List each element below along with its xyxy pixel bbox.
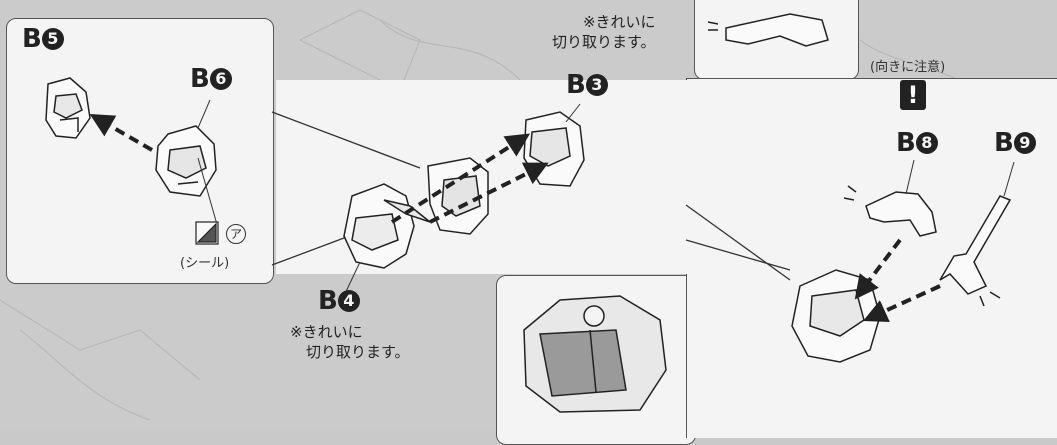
part-b8-number: 8: [915, 132, 938, 154]
clean-cut-note-top: ※きれいに 切り取ります。: [534, 12, 656, 52]
sticker-id-text: ア: [229, 227, 242, 241]
sticker-label: (シール): [180, 256, 230, 271]
part-b9-drawing: [939, 195, 1012, 307]
part-b3-prefix: B: [566, 70, 586, 100]
clean-cut-note-top-line2: 切り取ります。: [552, 33, 656, 51]
clean-cut-note-bottom-line2: 切り取ります。: [306, 343, 410, 361]
sticker-id-label: ア: [226, 224, 246, 244]
clean-cut-note-bottom-line1: ※きれいに: [290, 323, 363, 341]
part-b9-prefix: B: [994, 128, 1014, 158]
part-b4-drawing: [343, 183, 431, 269]
orientation-caution-text: (向きに注意): [870, 60, 946, 75]
part-b5-number: 5: [41, 28, 64, 50]
assembly-drawing: [45, 13, 1015, 413]
part-b6-prefix: B: [190, 64, 210, 94]
part-b4-prefix: B: [318, 286, 338, 316]
part-top-drawing: [707, 13, 829, 47]
part-b4-number: 4: [337, 290, 360, 312]
caution-icon: !: [900, 80, 926, 110]
part-b8-drawing: [843, 185, 937, 237]
part-bottom-detail-drawing: [523, 295, 667, 413]
clean-cut-note-top-line1: ※きれいに: [582, 13, 656, 31]
part-b9-number: 9: [1013, 132, 1036, 154]
sticker-icon: [195, 221, 219, 245]
detail-panel-top: [694, 0, 859, 80]
clean-cut-note-bottom: ※きれいに 切り取ります。: [290, 322, 410, 362]
part-b6-number: 6: [209, 68, 232, 90]
part-b8-prefix: B: [896, 128, 916, 158]
part-b6-drawing: [155, 125, 217, 197]
part-b5-drawing: [45, 77, 91, 139]
part-b3-number: 3: [585, 74, 608, 96]
part-b3-drawing: [523, 111, 585, 187]
part-b5-prefix: B: [22, 24, 42, 54]
